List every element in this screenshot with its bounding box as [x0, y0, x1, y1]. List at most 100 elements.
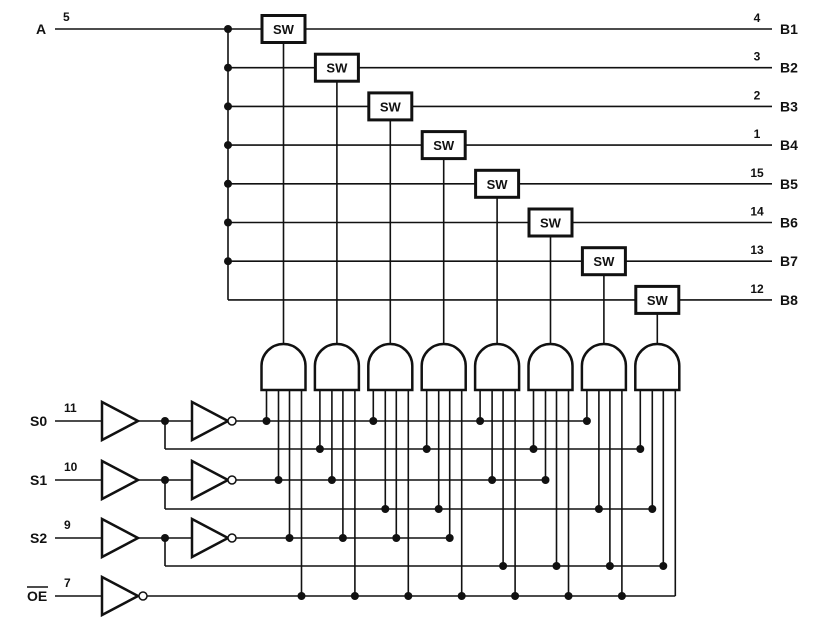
- junction-dot: [224, 179, 232, 188]
- switch-label: SW: [273, 22, 295, 37]
- junction-dot: [327, 476, 336, 484]
- switch-box: [527, 207, 574, 238]
- output-b7-label: B7: [780, 253, 798, 269]
- oe-pin: 7: [64, 576, 71, 590]
- junction-dot: [488, 476, 497, 484]
- junction-dot: [224, 257, 232, 266]
- buffer: [100, 458, 141, 502]
- junction-dot: [582, 417, 591, 425]
- output-b6-pin: 14: [750, 205, 764, 219]
- output-b6-label: B6: [780, 215, 798, 231]
- input-a-pin: 5: [63, 10, 70, 24]
- inverter: [190, 516, 231, 560]
- junction-dot: [594, 505, 603, 513]
- switch-box: [367, 91, 414, 122]
- junction-dot: [648, 505, 657, 513]
- switch-label: SW: [380, 99, 402, 114]
- switch-box: [420, 130, 467, 161]
- junction-dot: [529, 445, 538, 453]
- junction-dot: [445, 534, 454, 542]
- junction-dot: [392, 534, 401, 542]
- output-b8-pin: 12: [750, 282, 764, 296]
- output-b1-label: B1: [780, 21, 798, 37]
- junction-dot: [224, 141, 232, 150]
- junction-dot: [499, 562, 508, 570]
- junction-dot: [564, 592, 573, 600]
- junction-dot: [161, 476, 169, 484]
- switch-label: SW: [326, 61, 348, 76]
- junction-dot: [274, 476, 283, 484]
- and-gate: [527, 342, 574, 392]
- and-gate: [634, 342, 681, 392]
- junction-dot: [285, 534, 294, 542]
- switch-label: SW: [593, 254, 615, 269]
- junction-dot: [434, 505, 443, 513]
- switch-box: [580, 246, 627, 277]
- and-gate: [420, 342, 467, 392]
- and-gate: [313, 342, 361, 392]
- buffer: [100, 516, 141, 560]
- select-s1-label: S1: [30, 472, 47, 488]
- junction-dot: [422, 445, 431, 453]
- junction-dot: [297, 592, 306, 600]
- input-a-label: A: [36, 21, 46, 37]
- junction-dot: [605, 562, 614, 570]
- output-b2-label: B2: [780, 60, 798, 76]
- switch-label: SW: [647, 293, 669, 308]
- inverter: [190, 458, 231, 502]
- output-b5-label: B5: [780, 176, 798, 192]
- output-b4-pin: 1: [754, 127, 761, 141]
- junction-dot: [224, 218, 232, 227]
- output-b2-pin: 3: [754, 50, 761, 64]
- junction-dot: [457, 592, 466, 600]
- junction-dot: [224, 63, 232, 72]
- oe-label: OE: [27, 588, 47, 604]
- junction-dot: [350, 592, 359, 600]
- select-s1-pin: 10: [64, 460, 78, 474]
- inversion-bubble: [227, 416, 237, 426]
- junction-dot: [659, 562, 668, 570]
- junction-dot: [369, 417, 378, 425]
- junction-dot: [636, 445, 645, 453]
- and-gate: [367, 342, 414, 392]
- output-b1-pin: 4: [754, 11, 761, 25]
- inversion-bubble: [227, 533, 237, 543]
- output-b8-label: B8: [780, 292, 798, 308]
- junction-dot: [315, 445, 324, 453]
- switch-box: [634, 284, 681, 315]
- switch-label: SW: [487, 177, 509, 192]
- junction-dot: [161, 417, 169, 425]
- and-gate: [260, 342, 307, 392]
- switch-box: [260, 14, 307, 44]
- and-gate: [473, 342, 521, 392]
- select-s2-label: S2: [30, 530, 47, 546]
- junction-dot: [224, 102, 232, 111]
- buffer: [100, 399, 141, 443]
- junction-dot: [161, 534, 169, 542]
- junction-dot: [404, 592, 413, 600]
- junction-dot: [381, 505, 390, 513]
- output-b3-label: B3: [780, 98, 798, 114]
- switch-label: SW: [433, 138, 455, 153]
- select-s2-pin: 9: [64, 518, 71, 532]
- inversion-bubble: [138, 591, 148, 601]
- junction-dot: [552, 562, 561, 570]
- junction-dot: [617, 592, 626, 600]
- switch-box: [313, 52, 360, 83]
- junction-dot: [338, 534, 347, 542]
- output-b5-pin: 15: [750, 166, 764, 180]
- junction-dot: [224, 25, 232, 33]
- output-b7-pin: 13: [750, 243, 764, 257]
- switch-box: [474, 168, 521, 199]
- oe-inverter: [100, 574, 141, 618]
- junction-dot: [262, 417, 271, 425]
- output-b4-label: B4: [780, 137, 798, 153]
- inversion-bubble: [227, 475, 237, 485]
- junction-dot: [511, 592, 520, 600]
- select-s0-pin: 11: [64, 401, 77, 415]
- and-gate: [580, 342, 628, 392]
- junction-dot: [541, 476, 550, 484]
- select-s0-label: S0: [30, 413, 47, 429]
- switch-label: SW: [540, 216, 562, 231]
